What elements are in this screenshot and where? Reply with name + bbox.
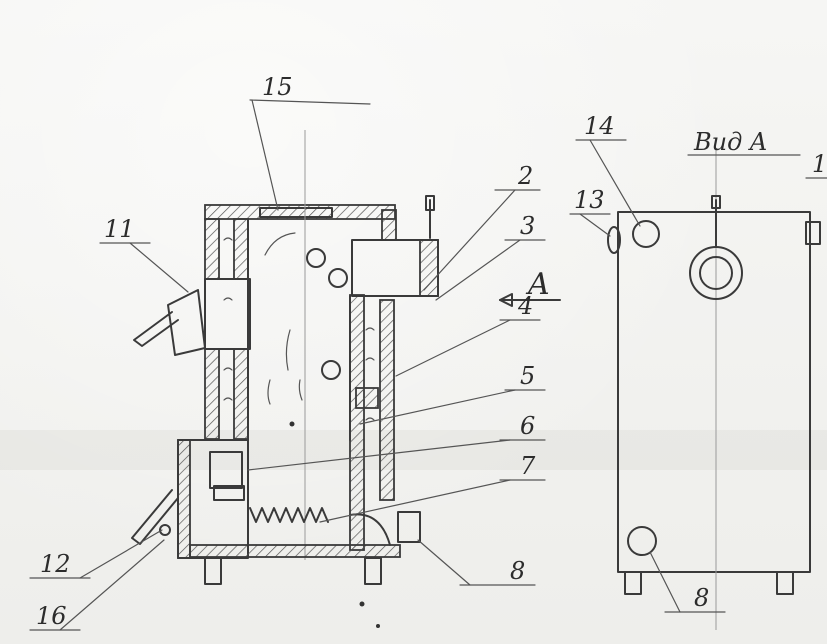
callout-14: 14: [584, 112, 615, 140]
damper-handle-front: [711, 195, 721, 209]
view-arrow-label: A: [525, 267, 550, 302]
top-hatch-plate: [259, 207, 333, 218]
callout-3: 3: [520, 212, 535, 240]
ash-door: [177, 439, 191, 559]
callout-15: 15: [262, 73, 293, 101]
callout-6: 6: [520, 412, 535, 440]
upper-door: [167, 289, 206, 356]
return-nozzle: [627, 526, 657, 556]
right-top-wall: [381, 209, 397, 241]
callout-5: 5: [520, 362, 535, 390]
left-wall-upper: [204, 218, 220, 280]
left-jacket-upper: [233, 218, 249, 280]
callout-13: 13: [574, 186, 605, 214]
upper-door-frame: [204, 278, 251, 350]
flame-point: [289, 421, 295, 427]
water-port: [321, 360, 341, 380]
side-section-view: [131, 130, 439, 585]
flue-outlet-inner: [699, 256, 733, 290]
water-marks-right: [365, 327, 375, 421]
baffle: [355, 387, 379, 409]
water-marks-left: [223, 237, 233, 401]
front-leg-left: [624, 571, 642, 595]
callout-4: 4: [517, 292, 533, 320]
right-outer-wall: [379, 299, 395, 501]
handle-pin: [159, 524, 171, 536]
left-wall-lower: [204, 348, 220, 440]
damper-handle: [425, 195, 435, 211]
flow-arrows: [264, 232, 303, 405]
paper-shadow: [0, 430, 827, 470]
leg-right: [364, 557, 382, 585]
supply-nozzle: [632, 220, 660, 248]
stray-dot-1: [359, 601, 365, 607]
left-jacket-lower: [233, 348, 249, 440]
grate-bar: [213, 485, 245, 501]
grate-box: [209, 451, 243, 489]
callout-11: 11: [104, 215, 135, 243]
callout-7: 7: [520, 452, 536, 480]
flue-hole-2: [328, 268, 348, 288]
callout-2: 2: [517, 162, 533, 190]
stray-dot-2: [376, 624, 380, 628]
flue-hole-1: [306, 248, 326, 268]
right-nozzle: [805, 221, 821, 245]
flue-flange: [419, 239, 439, 297]
front-leg-right: [776, 571, 794, 595]
leg-left: [204, 557, 222, 585]
upper-door-handle: [133, 311, 179, 347]
callout-16: 16: [36, 602, 67, 630]
callout-12: 12: [40, 550, 71, 578]
boiler-body: [617, 211, 811, 573]
ash-door-handle: [131, 489, 179, 545]
view-title: Вид A: [693, 128, 767, 156]
leader-lines: [29, 99, 827, 631]
front-view-a: [607, 150, 821, 630]
base-plate: [189, 544, 401, 558]
callout-8-front: 8: [694, 584, 709, 612]
right-inner-wall: [349, 294, 365, 551]
callout-8-side: 8: [510, 557, 525, 585]
return-pipe: [397, 511, 421, 543]
side-nozzle: [607, 226, 621, 254]
callout-1-edge: 1: [812, 150, 827, 178]
heating-coil: [249, 507, 329, 523]
